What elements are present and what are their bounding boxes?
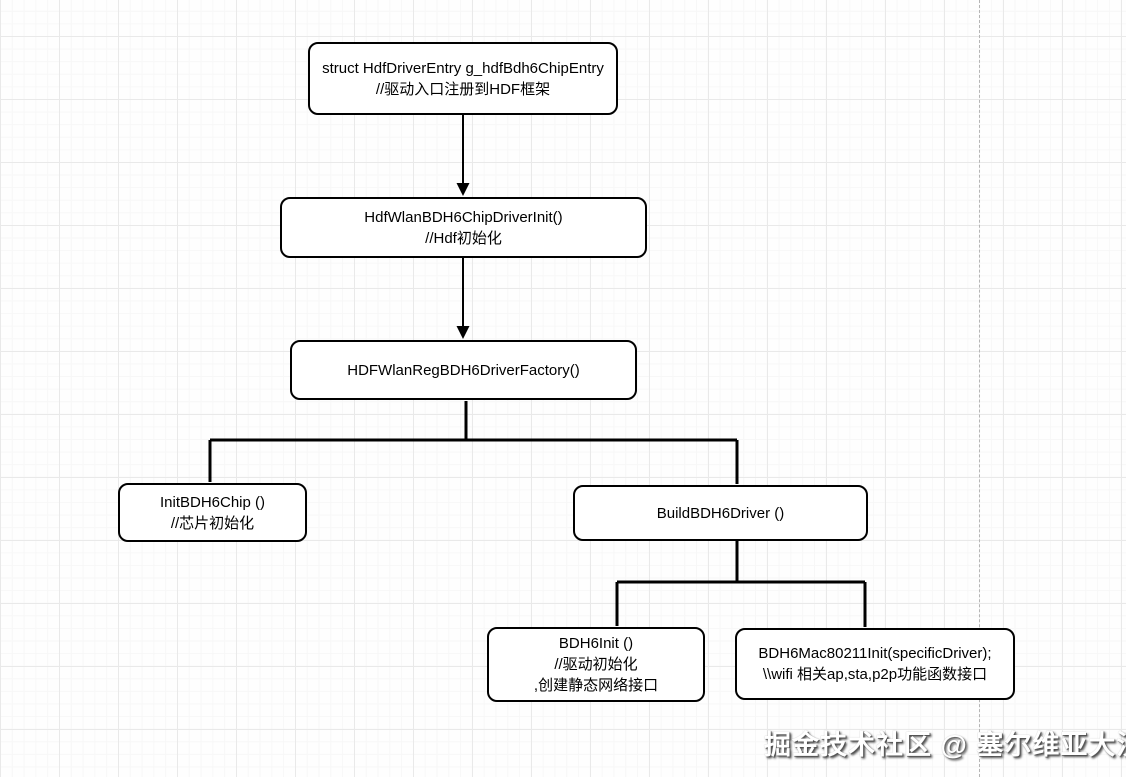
fork-build-branches (615, 541, 867, 627)
arrowhead-entry-to-init (456, 183, 470, 196)
node-init-bdh6-chip: InitBDH6Chip () //芯片初始化 (118, 483, 307, 542)
node-bdh6-mac80211-init: BDH6Mac80211Init(specificDriver); \\wifi… (735, 628, 1015, 700)
node-line: BuildBDH6Driver () (656, 504, 785, 522)
node-line: ,创建静态网络接口 (533, 677, 659, 694)
node-line: \\wifi 相关ap,sta,p2p功能函数接口 (762, 666, 988, 683)
fork-factory-branches (208, 401, 739, 484)
node-hdf-wlan-reg-bdh6-driver-factory: HDFWlanRegBDH6DriverFactory() (290, 340, 637, 400)
node-line: //Hdf初始化 (425, 229, 502, 247)
node-line: BDH6Init () (558, 635, 634, 652)
node-build-bdh6-driver: BuildBDH6Driver () (573, 485, 868, 541)
node-hdf-wlan-bdh6-chip-driver-init: HdfWlanBDH6ChipDriverInit() //Hdf初始化 (280, 197, 647, 258)
node-line: InitBDH6Chip () (159, 493, 266, 511)
node-line: //驱动初始化 (554, 656, 638, 673)
node-bdh6-init: BDH6Init () //驱动初始化 ,创建静态网络接口 (487, 627, 705, 702)
node-line: //驱动入口注册到HDF框架 (375, 80, 551, 98)
node-line: HDFWlanRegBDH6DriverFactory() (347, 361, 580, 379)
node-line: struct HdfDriverEntry g_hdfBdh6ChipEntry (322, 59, 604, 77)
arrowhead-init-to-factory (456, 326, 470, 339)
page-boundary-line (979, 0, 980, 777)
node-hdf-driver-entry: struct HdfDriverEntry g_hdfBdh6ChipEntry… (308, 42, 618, 115)
watermark: 掘金技术社区 @ 塞尔维亚大汉 (764, 730, 1126, 760)
node-line: //芯片初始化 (170, 514, 255, 532)
node-line: HdfWlanBDH6ChipDriverInit() (364, 208, 563, 226)
node-line: BDH6Mac80211Init(specificDriver); (758, 645, 992, 662)
